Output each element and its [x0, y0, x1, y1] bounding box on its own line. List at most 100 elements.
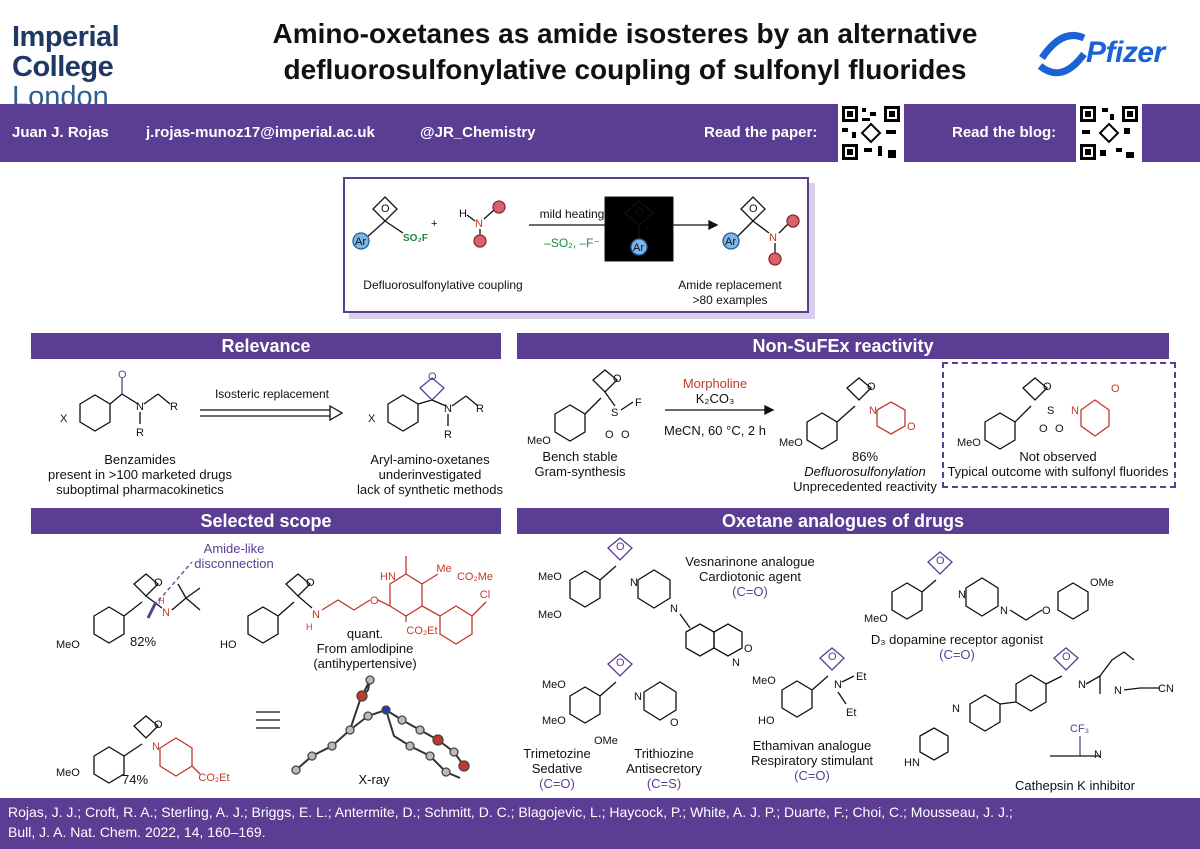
- svg-text:O: O: [306, 577, 315, 589]
- scope-from-amlodipine: From amlodipine: [316, 641, 414, 656]
- citation-line1: Rojas, J. J.; Croft, R. A.; Sterling, A.…: [8, 804, 1013, 820]
- svg-text:HO: HO: [220, 639, 237, 651]
- nonsufex-mid-text: 86% Defluorosulfonylation Unprecedented …: [780, 449, 950, 494]
- svg-text:OMe: OMe: [594, 735, 618, 747]
- d3-line1: D₃ dopamine receptor agonist: [870, 632, 1044, 647]
- scope-yield-2: quant.: [346, 626, 384, 641]
- svg-text:N: N: [444, 403, 452, 415]
- svg-text:CF₃: CF₃: [1070, 723, 1089, 735]
- svg-text:O: O: [154, 719, 163, 731]
- pfizer-word: Pfizer: [1086, 36, 1165, 69]
- scope-annotation-line1: Amide-like: [203, 541, 265, 556]
- paper-qr-icon[interactable]: [838, 104, 904, 162]
- section-relevance-header: Relevance: [31, 333, 501, 359]
- svg-text:HO: HO: [758, 715, 775, 727]
- k2co3-reagent: K₂CO₃: [695, 391, 735, 406]
- svg-text:MeO: MeO: [538, 571, 562, 583]
- not-observed-box: [942, 362, 1176, 488]
- logo-line1: Imperial College: [12, 21, 120, 83]
- nonsufex-mid-line3: Unprecedented reactivity: [793, 479, 937, 494]
- trithiozine-line2: Antisecretory: [626, 761, 702, 776]
- svg-text:N: N: [162, 607, 170, 619]
- section-nonsufex-header: Non-SuFEx reactivity: [517, 333, 1169, 359]
- nonsufex-left-line1: Bench stable: [542, 449, 618, 464]
- vesnarinone-line1: Vesnarinone analogue: [685, 554, 815, 569]
- svg-text:N: N: [1114, 685, 1122, 697]
- trimetozine-line1: Trimetozine: [523, 746, 591, 761]
- ethamivan-line3: (C=O): [794, 768, 830, 783]
- svg-text:O: O: [616, 657, 625, 669]
- svg-text:N: N: [952, 703, 960, 715]
- pfizer-pill-icon: [1037, 32, 1087, 77]
- svg-text:R: R: [170, 401, 178, 413]
- relevance-right-line3: lack of synthetic methods: [357, 482, 503, 497]
- relevance-drawing: X O N R R X O N R R: [60, 369, 484, 441]
- svg-text:O: O: [828, 651, 837, 663]
- scheme-left-caption: Defluorosulfonylative coupling: [363, 278, 523, 292]
- morpholine-reagent: Morpholine: [682, 376, 748, 391]
- vesnarinone-line3: (C=O): [732, 584, 768, 599]
- svg-text:O: O: [428, 371, 437, 383]
- svg-text:N: N: [1071, 405, 1079, 417]
- svg-text:MeO: MeO: [56, 639, 80, 651]
- svg-text:O: O: [381, 203, 390, 215]
- nonsufex-mid-line2: Defluorosulfonylation: [804, 464, 926, 479]
- svg-text:O: O: [621, 429, 630, 441]
- pfizer-logo: Pfizer: [1030, 22, 1190, 82]
- svg-text:N: N: [958, 589, 966, 601]
- d3-line2: (C=O): [939, 647, 975, 662]
- svg-text:H: H: [158, 596, 165, 606]
- vesnarinone-label: Vesnarinone analogue Cardiotonic agent (…: [680, 554, 820, 599]
- svg-text:HN: HN: [904, 757, 920, 769]
- cathepsin-label: Cathepsin K inhibitor: [1015, 778, 1135, 793]
- svg-text:MeO: MeO: [56, 767, 80, 779]
- scope-yield-1: 82%: [129, 634, 157, 649]
- citation-line2: Bull, J. A. Nat. Chem. 2022, 14, 160–169…: [8, 824, 266, 840]
- not-observed-line2: Typical outcome with sulfonyl fluorides: [947, 464, 1169, 479]
- blog-qr-icon[interactable]: [1076, 104, 1142, 162]
- svg-text:Et: Et: [856, 671, 866, 683]
- author-email[interactable]: j.rojas-munoz17@imperial.ac.uk: [146, 124, 375, 141]
- svg-text:O: O: [867, 381, 876, 393]
- svg-text:S: S: [611, 407, 618, 419]
- scope-yield-3: 74%: [121, 772, 149, 787]
- svg-text:H: H: [306, 622, 313, 632]
- trithiozine-label: Trithiozine Antisecretory (C=S): [624, 746, 704, 791]
- svg-text:N: N: [1000, 605, 1008, 617]
- svg-text:R: R: [476, 403, 484, 415]
- svg-text:O: O: [1043, 381, 1052, 393]
- svg-text:N: N: [869, 405, 877, 417]
- trithiozine-line3: (C=S): [646, 776, 682, 791]
- svg-text:O: O: [613, 373, 622, 385]
- svg-text:R: R: [136, 427, 144, 439]
- svg-text:MeO: MeO: [542, 715, 566, 727]
- svg-text:N: N: [1094, 749, 1102, 761]
- svg-text:N: N: [769, 232, 777, 244]
- svg-text:O: O: [154, 577, 163, 589]
- svg-text:CN: CN: [1158, 683, 1174, 695]
- relevance-right-line2: underinvestigated: [378, 467, 482, 482]
- svg-text:N: N: [312, 609, 320, 621]
- svg-text:MeO: MeO: [542, 679, 566, 691]
- svg-text:Ar: Ar: [633, 242, 644, 254]
- scope-drawing: MeO O N H HO O N H O HN MeO O N: [56, 556, 487, 784]
- svg-text:MeO: MeO: [957, 437, 981, 449]
- svg-text:O: O: [1039, 423, 1048, 435]
- scheme-right-caption-line1: Amide replacement: [678, 278, 782, 292]
- vesnarinone-line2: Cardiotonic agent: [699, 569, 801, 584]
- author-twitter[interactable]: @JR_Chemistry: [420, 124, 536, 141]
- svg-text:O: O: [605, 429, 614, 441]
- imperial-logo: Imperial College London: [12, 22, 212, 112]
- scope-yield-2-block: quant. From amlodipine (antihypertensive…: [300, 626, 430, 671]
- svg-text:MeO: MeO: [752, 675, 776, 687]
- svg-text:N: N: [136, 401, 144, 413]
- conditions-top: mild heating: [539, 207, 605, 221]
- svg-text:O: O: [370, 595, 379, 607]
- svg-text:N: N: [475, 218, 483, 230]
- relevance-left-line1: Benzamides: [104, 452, 176, 467]
- trimetozine-line3: (C=O): [539, 776, 575, 791]
- amlodipine-co2me: CO₂Me: [456, 571, 494, 583]
- svg-text:+: +: [645, 223, 650, 233]
- trimetozine-label: Trimetozine Sedative (C=O): [522, 746, 592, 791]
